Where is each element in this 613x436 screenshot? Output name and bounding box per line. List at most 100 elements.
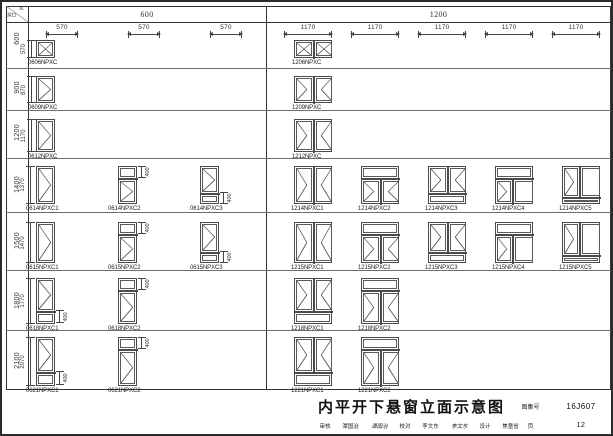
- mullion: [447, 223, 449, 252]
- window-code: 0615NPXC3: [190, 265, 223, 271]
- window-frame: [294, 222, 332, 264]
- window-code: 1214NPXC3: [425, 206, 458, 212]
- window-frame: [361, 166, 400, 205]
- window-code: 1214NPXC1: [291, 206, 324, 212]
- window-frame: [118, 222, 138, 263]
- sash-tilt-turn: [38, 339, 53, 371]
- window-frame: [562, 166, 601, 204]
- sash-tilt-turn: [202, 168, 217, 192]
- mullion: [380, 178, 382, 205]
- mullion: [512, 234, 514, 264]
- grid-rowlabel-divider: [28, 6, 29, 390]
- coldim-right-4: 1170: [478, 24, 540, 38]
- window-code: 1221NPXC2: [358, 388, 391, 394]
- sash-tilt-turn-left: [296, 224, 312, 261]
- window-code: 0606NPXC: [28, 60, 58, 66]
- sash-fixed-top: [363, 339, 397, 348]
- sub-dim-400: 400: [138, 222, 151, 234]
- corner-label-col: 宽: [19, 6, 24, 12]
- sig-sign-review: 潭国治: [371, 423, 388, 430]
- sash-tilt-turn: [38, 42, 53, 56]
- window-frame: [495, 166, 534, 205]
- atlas-number-label: 图集号: [521, 403, 540, 411]
- sash-tilt-turn-left: [363, 352, 379, 384]
- sash-tilt-turn-left: [296, 339, 312, 371]
- atlas-number-value: 16J607: [566, 401, 596, 411]
- window-frame: [428, 166, 467, 204]
- sash-tilt-turn-right: [450, 224, 466, 251]
- sash-fixed-bottom: [564, 258, 598, 261]
- sash-fixed-bottom: [296, 375, 330, 384]
- transom: [37, 372, 56, 374]
- grid-row-divider-1200: [6, 158, 611, 159]
- window-code: 0615NPXC2: [108, 265, 141, 271]
- transom: [201, 193, 220, 195]
- sash-fixed-right: [515, 181, 533, 202]
- sash-tilt-turn: [38, 280, 53, 310]
- sash-tilt-turn: [120, 237, 135, 261]
- grid-row-divider-1500: [6, 270, 611, 271]
- window-code: 1214NPXC4: [492, 206, 525, 212]
- mullion: [313, 338, 315, 372]
- sig-name-review: 潭国治: [342, 423, 359, 430]
- sig-name-design: 焦童省: [502, 423, 519, 430]
- sub-dim-400: 400: [220, 192, 233, 204]
- window-code: 0614NPXC2: [108, 206, 141, 212]
- window-frame: [294, 119, 332, 153]
- sig-role-review: 审核: [319, 423, 331, 430]
- height-dim-0612: 1170: [21, 119, 36, 152]
- mullion: [313, 279, 315, 311]
- coldim-right-3: 1170: [411, 24, 473, 38]
- sash-tilt-turn-right: [316, 224, 332, 261]
- sash-fixed-bottom: [564, 200, 598, 202]
- window-frame: [118, 278, 138, 324]
- window-code: 0615NPXC1: [26, 265, 59, 271]
- sub-dim-400: 400: [220, 251, 233, 263]
- drawing-title: 内平开下悬窗立面示意图: [317, 397, 505, 416]
- window-frame: [36, 278, 56, 324]
- height-dim-0609: 870: [21, 76, 36, 103]
- sash-tilt-turn-right: [383, 352, 399, 384]
- transom: [119, 234, 138, 236]
- mullion: [512, 178, 514, 205]
- transom: [429, 193, 467, 195]
- grid-header-divider: [6, 22, 611, 23]
- height-dim-0606: 570: [21, 40, 36, 58]
- sub-dim-400: 400: [138, 166, 151, 178]
- sash-fixed-bottom: [430, 255, 464, 261]
- transom: [295, 311, 333, 313]
- corner-label-row: 洞口: [7, 13, 17, 19]
- sash-tilt-turn: [202, 224, 217, 251]
- window-code: 1215NPXC5: [559, 265, 592, 271]
- transom: [119, 349, 138, 351]
- transom: [201, 252, 220, 254]
- transom: [37, 311, 56, 313]
- header-group-600: 600: [140, 10, 154, 19]
- window-frame: [36, 119, 55, 152]
- sash-fixed-top: [363, 168, 397, 177]
- height-dim-0621: 2070: [20, 337, 35, 386]
- page-label: 页: [527, 423, 534, 430]
- row-label-600: 600: [13, 32, 21, 45]
- mullion: [313, 77, 315, 104]
- sash-tilt-turn: [38, 78, 53, 101]
- window-frame: [118, 166, 138, 204]
- sash-fixed-top: [120, 168, 135, 177]
- mullion: [579, 223, 581, 255]
- sig-role-proofread: 校对: [399, 423, 411, 430]
- sash-fixed-bottom: [430, 196, 464, 202]
- sash-fixed-right: [582, 168, 600, 196]
- height-dim-0618: 1770: [20, 278, 35, 324]
- sash-tilt-turn-left: [564, 168, 578, 196]
- height-dim-0614: 1370: [20, 166, 35, 204]
- window-code: 1215NPXC2: [358, 265, 391, 271]
- window-frame: [200, 222, 220, 263]
- sash-tilt-turn-left: [363, 181, 379, 202]
- mullion: [447, 167, 449, 193]
- grid-row-divider-600: [6, 68, 611, 69]
- sash-fixed-top: [363, 224, 397, 233]
- coldim-right-5: 1170: [545, 24, 607, 38]
- coldim-right-2: 1170: [344, 24, 406, 38]
- sash-fixed-top: [120, 339, 135, 348]
- window-frame: [428, 222, 467, 263]
